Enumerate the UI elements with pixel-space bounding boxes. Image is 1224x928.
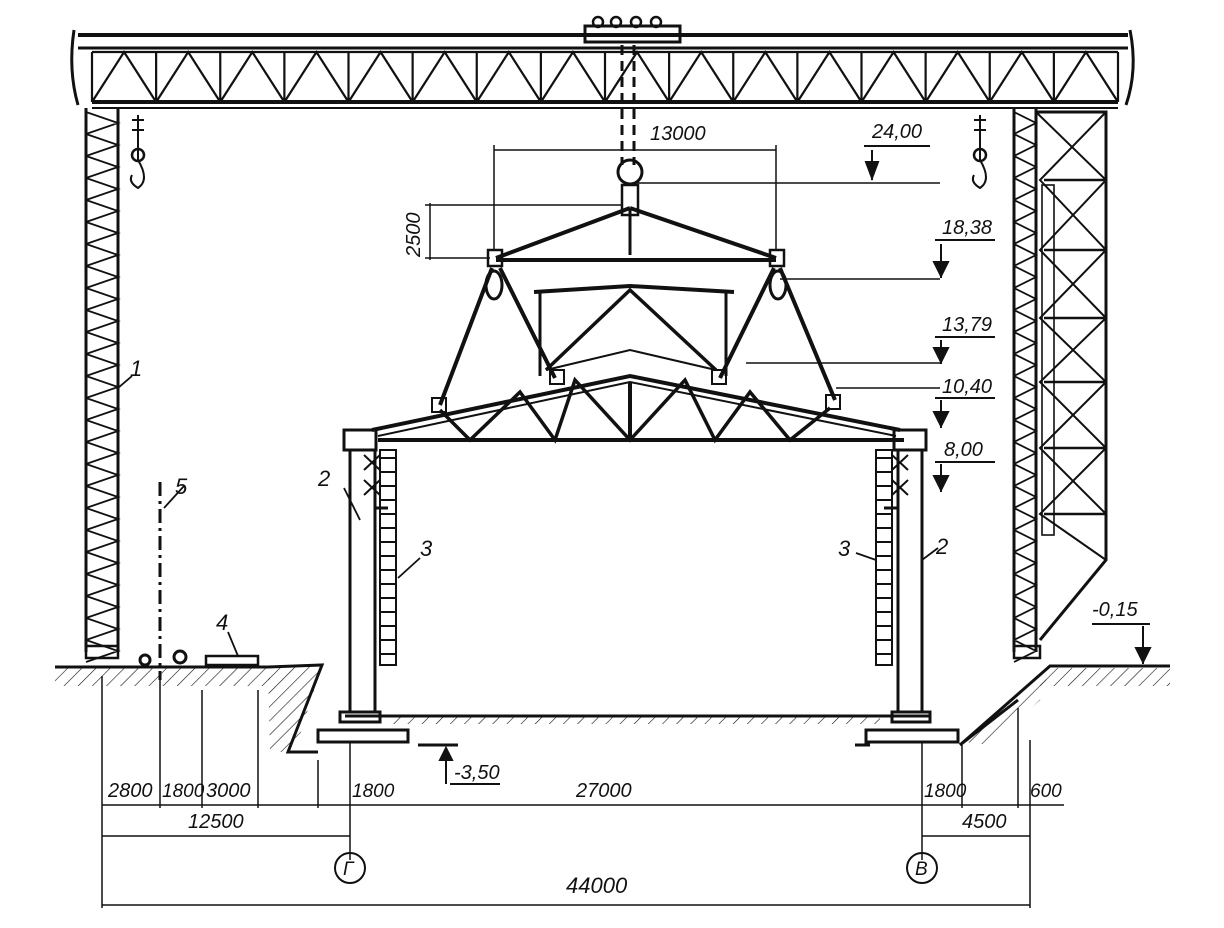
dim-44000: 44000	[566, 873, 628, 898]
lifting-hook	[616, 45, 644, 217]
dimension-13000: 13000	[650, 123, 706, 145]
dim-12500: 12500	[188, 811, 244, 833]
callout-2-left: 2	[317, 466, 330, 491]
ground	[55, 649, 1170, 754]
column-right	[864, 428, 960, 744]
dim-2800: 2800	[107, 780, 153, 802]
elevation-24-00: 24,00	[871, 121, 922, 143]
callout-3-left: 3	[420, 536, 433, 561]
callout-4: 4	[216, 610, 228, 635]
column-left	[316, 428, 410, 744]
elevation-10-40: 10,40	[942, 376, 992, 398]
roof-truss	[371, 283, 904, 444]
axis-label-right: В	[915, 859, 928, 880]
elevation-markers	[438, 145, 1152, 785]
callout-1: 1	[130, 356, 142, 381]
axis-markers	[334, 852, 938, 884]
dim-1800-b: 1800	[352, 781, 395, 802]
elevation-pit: -3,50	[454, 762, 500, 784]
dim-27000: 27000	[575, 780, 632, 802]
gantry-crane	[70, 15, 1135, 663]
wall-right	[875, 449, 909, 666]
lifting-traverse	[438, 206, 837, 406]
callout-2-right: 2	[935, 534, 948, 559]
dim-600: 600	[1030, 781, 1062, 802]
dim-1800-c: 1800	[924, 781, 967, 802]
dim-1800-a: 1800	[162, 781, 205, 802]
dim-3000: 3000	[206, 780, 251, 802]
callout-leaders	[117, 375, 939, 657]
elevation-18-38: 18,38	[942, 217, 992, 239]
callout-5: 5	[175, 474, 188, 499]
dim-4500: 4500	[962, 811, 1007, 833]
elevation-ground: -0,15	[1092, 599, 1138, 621]
elevation-8-00: 8,00	[944, 439, 983, 461]
dimension-2500: 2500	[403, 213, 425, 259]
callout-3-right: 3	[838, 536, 851, 561]
dimension-lines	[101, 145, 1064, 908]
elevation-13-79: 13,79	[942, 314, 992, 336]
axis-label-left: Г	[343, 859, 355, 880]
wall-left	[363, 449, 397, 666]
